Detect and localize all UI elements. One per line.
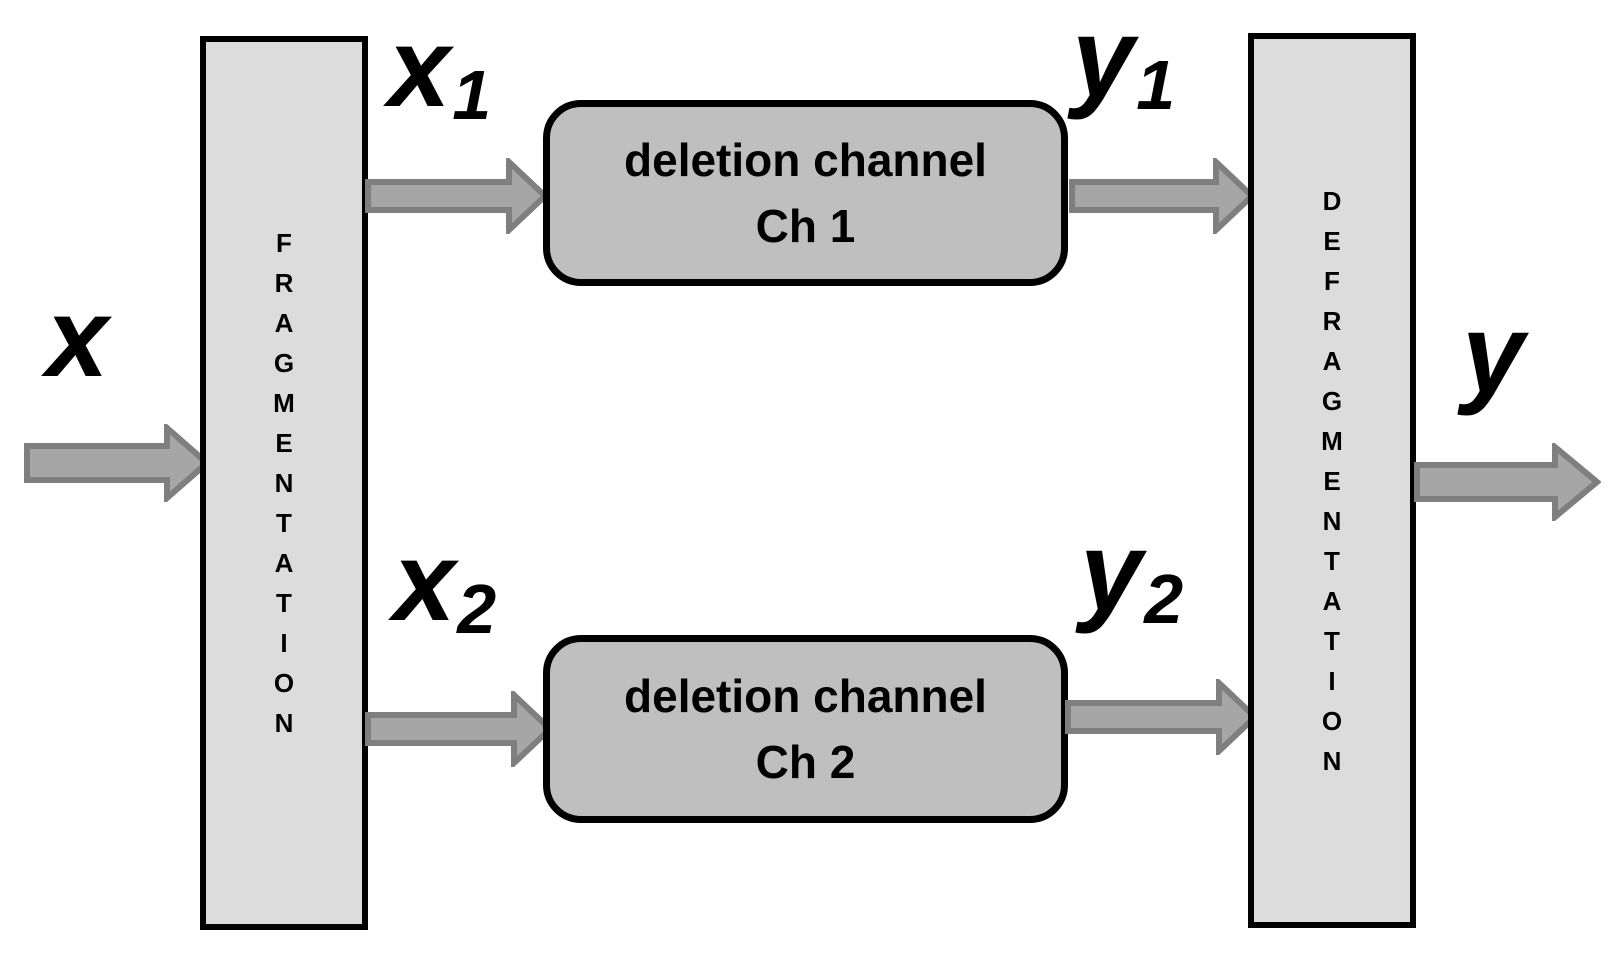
y2-signal-base: y — [1080, 509, 1143, 634]
x2-signal-subscript: 2 — [457, 570, 497, 648]
x2-signal-label: x 2 — [393, 519, 497, 648]
x1-signal-base: x — [388, 5, 451, 130]
x2-signal-base: x — [393, 519, 456, 644]
x2-arrow-right-icon — [365, 691, 554, 767]
y1-signal-base: y — [1072, 0, 1135, 120]
y1-signal-subscript: 1 — [1136, 46, 1176, 124]
output-arrow-right-icon — [1414, 443, 1601, 521]
x1-arrow-right-icon — [365, 158, 549, 234]
input-signal-label: x — [46, 282, 108, 394]
y1-signal-label: y 1 — [1072, 0, 1176, 124]
x1-signal-label: x 1 — [388, 5, 492, 134]
x1-signal-subscript: 1 — [452, 56, 492, 134]
input-arrow-right-icon — [24, 424, 211, 502]
channel1-title: deletion channel — [624, 134, 987, 186]
y2-arrow-right-icon — [1065, 679, 1259, 755]
output-signal-base: y — [1462, 291, 1525, 416]
channel1-name: Ch 1 — [755, 200, 856, 252]
channel2-title: deletion channel — [624, 670, 987, 722]
y2-signal-label: y 2 — [1080, 509, 1184, 638]
y2-signal-subscript: 2 — [1144, 560, 1184, 638]
deletion-channel-2-box: deletion channel Ch 2 — [543, 635, 1068, 823]
deletion-channel-1-box: deletion channel Ch 1 — [543, 100, 1068, 286]
input-signal-base: x — [46, 275, 109, 400]
y1-arrow-right-icon — [1069, 158, 1256, 234]
channel2-name: Ch 2 — [755, 736, 856, 788]
output-signal-label: y — [1462, 298, 1524, 410]
